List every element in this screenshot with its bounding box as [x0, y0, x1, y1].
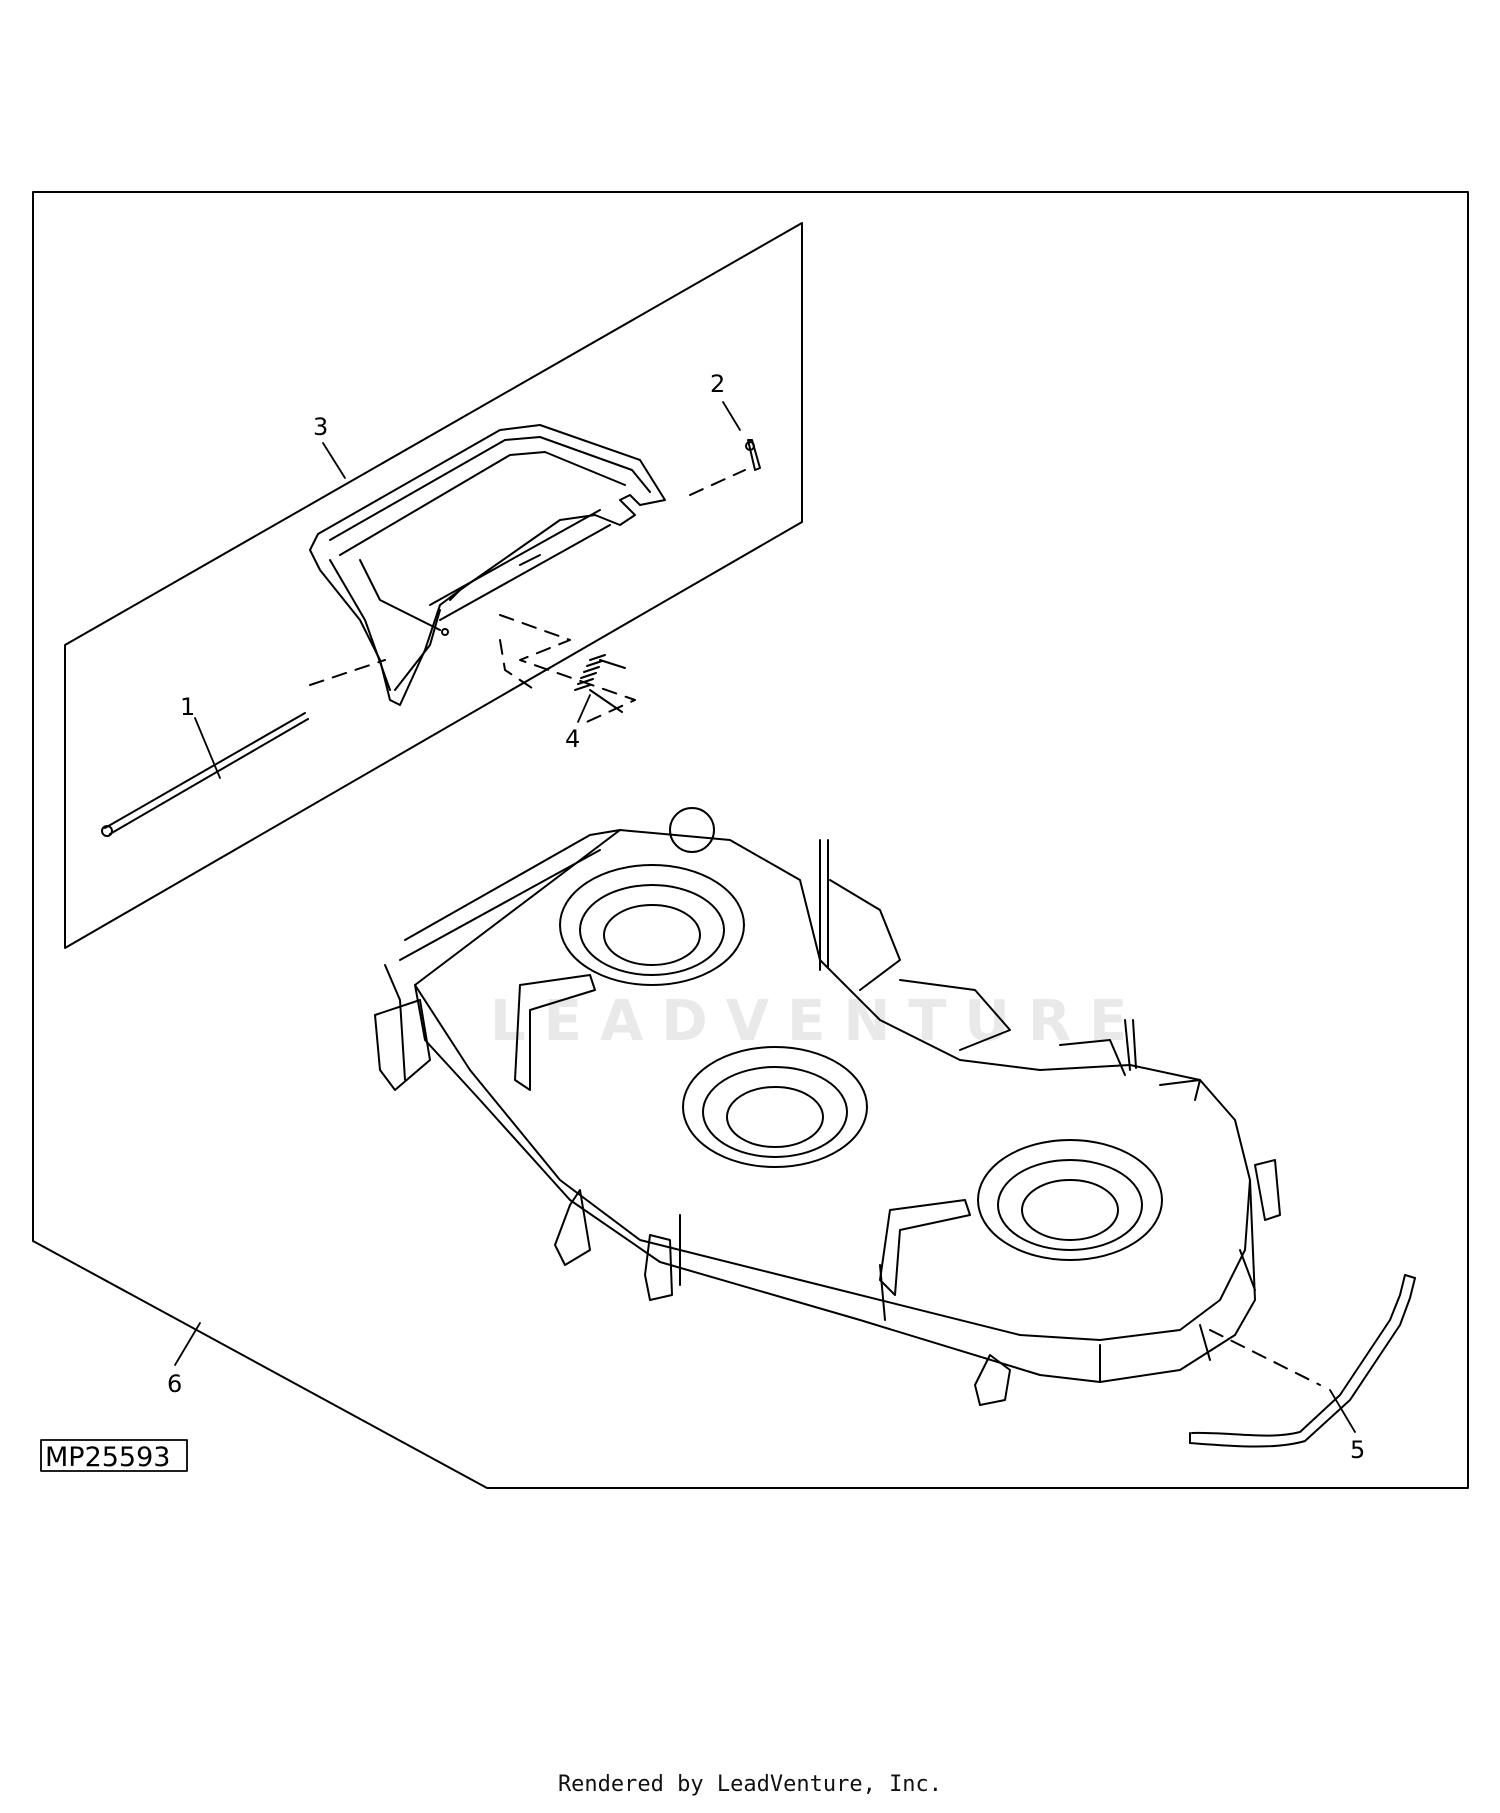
render-credit: Rendered by LeadVenture, Inc. [557, 1772, 943, 1797]
mower-deck[interactable] [374, 807, 1281, 1406]
callout-1: 1 [180, 693, 195, 721]
diagram-frame [32, 191, 1469, 1489]
callout-2: 2 [710, 370, 725, 398]
callout-4: 4 [565, 725, 580, 753]
callout-3: 3 [313, 413, 328, 441]
pivot-rod[interactable] [101, 712, 309, 837]
watermark-text: LEADVENTURE [490, 989, 1145, 1054]
bumper-tube[interactable] [1189, 1274, 1416, 1448]
callout-6: 6 [167, 1370, 182, 1398]
callout-5: 5 [1350, 1436, 1365, 1464]
inset-panel [64, 222, 803, 949]
figure-id: MP25593 [45, 1442, 170, 1473]
discharge-chute[interactable] [309, 424, 666, 706]
figure-id-box [40, 1439, 188, 1472]
torsion-spring[interactable] [574, 654, 626, 713]
leader-lines [174, 401, 1356, 1433]
cotter-pin[interactable] [745, 439, 761, 471]
